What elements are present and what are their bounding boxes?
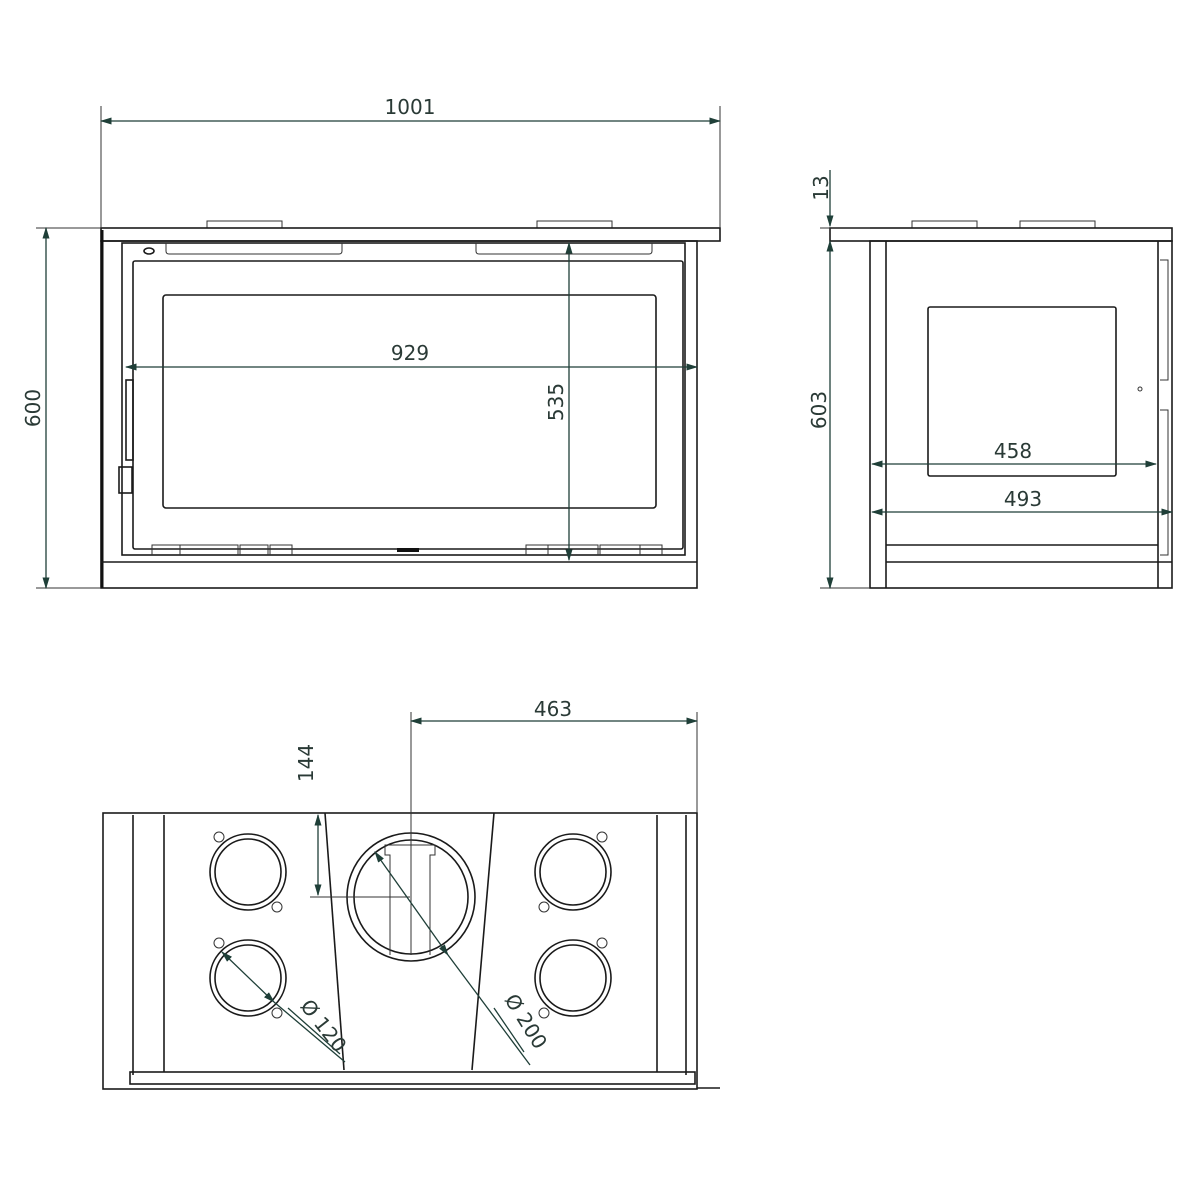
dimension-label-door-height: 535 xyxy=(544,383,568,421)
dimension-label-glass-width: 458 xyxy=(994,439,1032,463)
top-view: 463 144 Ø 120 Ø 200 xyxy=(102,697,720,1090)
dimension-label-flue-diameter: Ø 200 xyxy=(500,989,552,1053)
dimension-label-side-height: 603 xyxy=(807,391,831,429)
dimension-label-height: 600 xyxy=(21,389,45,427)
dimension-label-width: 1001 xyxy=(385,95,436,119)
small-outlet-top-left xyxy=(209,831,287,913)
dimension-label-flue-depth: 144 xyxy=(294,744,318,782)
small-outlet-bottom-right xyxy=(534,937,612,1019)
dimension-label-small-diameter: Ø 120 xyxy=(296,995,352,1057)
front-view: 1001 600 929 535 xyxy=(21,95,722,590)
small-outlet-bottom-left xyxy=(209,937,287,1019)
dimension-label-door-width: 929 xyxy=(391,341,429,365)
dimension-label-depth: 493 xyxy=(1004,487,1042,511)
small-outlet-top-right xyxy=(534,831,612,913)
dimension-label-flue-offset: 463 xyxy=(534,697,572,721)
side-view: 13 603 458 493 xyxy=(807,170,1174,590)
dimension-label-top-offset: 13 xyxy=(809,175,833,200)
